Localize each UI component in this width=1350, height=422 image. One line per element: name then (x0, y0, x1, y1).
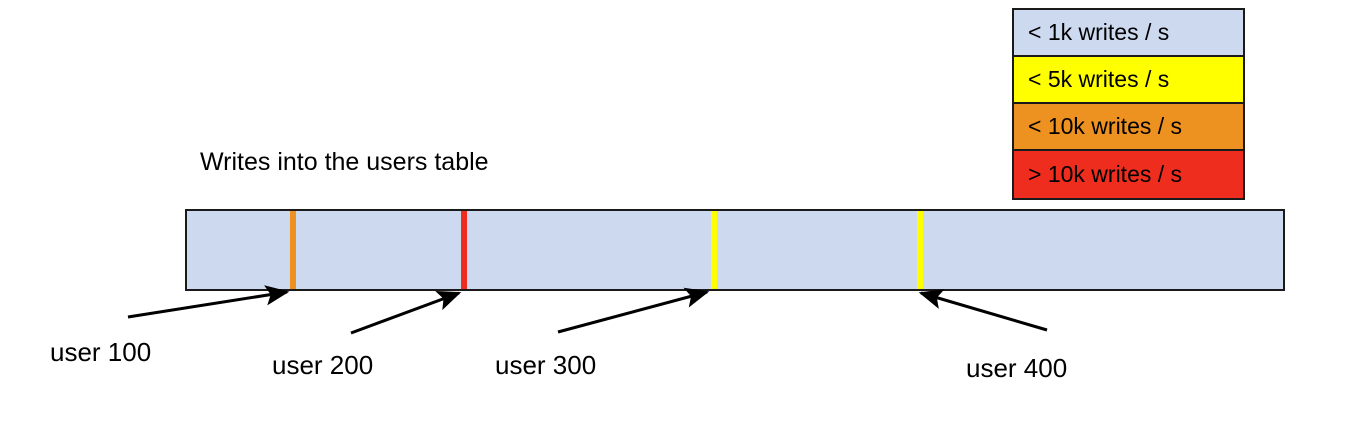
arrow-user-300 (557, 287, 710, 334)
diagram-caption: Writes into the users table (200, 148, 489, 176)
label-user-200: user 200 (272, 350, 374, 380)
legend-item-label: < 1k writes / s (1028, 19, 1170, 45)
legend-item-label: > 10k writes / s (1028, 161, 1183, 187)
arrow-user-400 (918, 289, 1048, 332)
legend-item-lt-5k: < 5k writes / s (1014, 57, 1243, 104)
marker-user-300 (711, 211, 717, 289)
arrow-user-200 (350, 290, 462, 335)
marker-user-200 (461, 211, 467, 289)
marker-user-100 (290, 211, 296, 289)
arrow-user-100 (127, 285, 290, 319)
legend-item-label: < 10k writes / s (1028, 113, 1183, 139)
label-user-100: user 100 (50, 337, 152, 367)
label-user-300: user 300 (495, 350, 597, 380)
users-table-bar (185, 209, 1285, 291)
write-rate-legend: < 1k writes / s < 5k writes / s < 10k wr… (1012, 8, 1245, 200)
legend-item-gt-10k: > 10k writes / s (1014, 151, 1243, 198)
legend-item-label: < 5k writes / s (1028, 66, 1170, 92)
label-user-400: user 400 (966, 353, 1068, 383)
legend-item-lt-10k: < 10k writes / s (1014, 104, 1243, 151)
legend-item-lt-1k: < 1k writes / s (1014, 10, 1243, 57)
marker-user-400 (917, 211, 923, 289)
